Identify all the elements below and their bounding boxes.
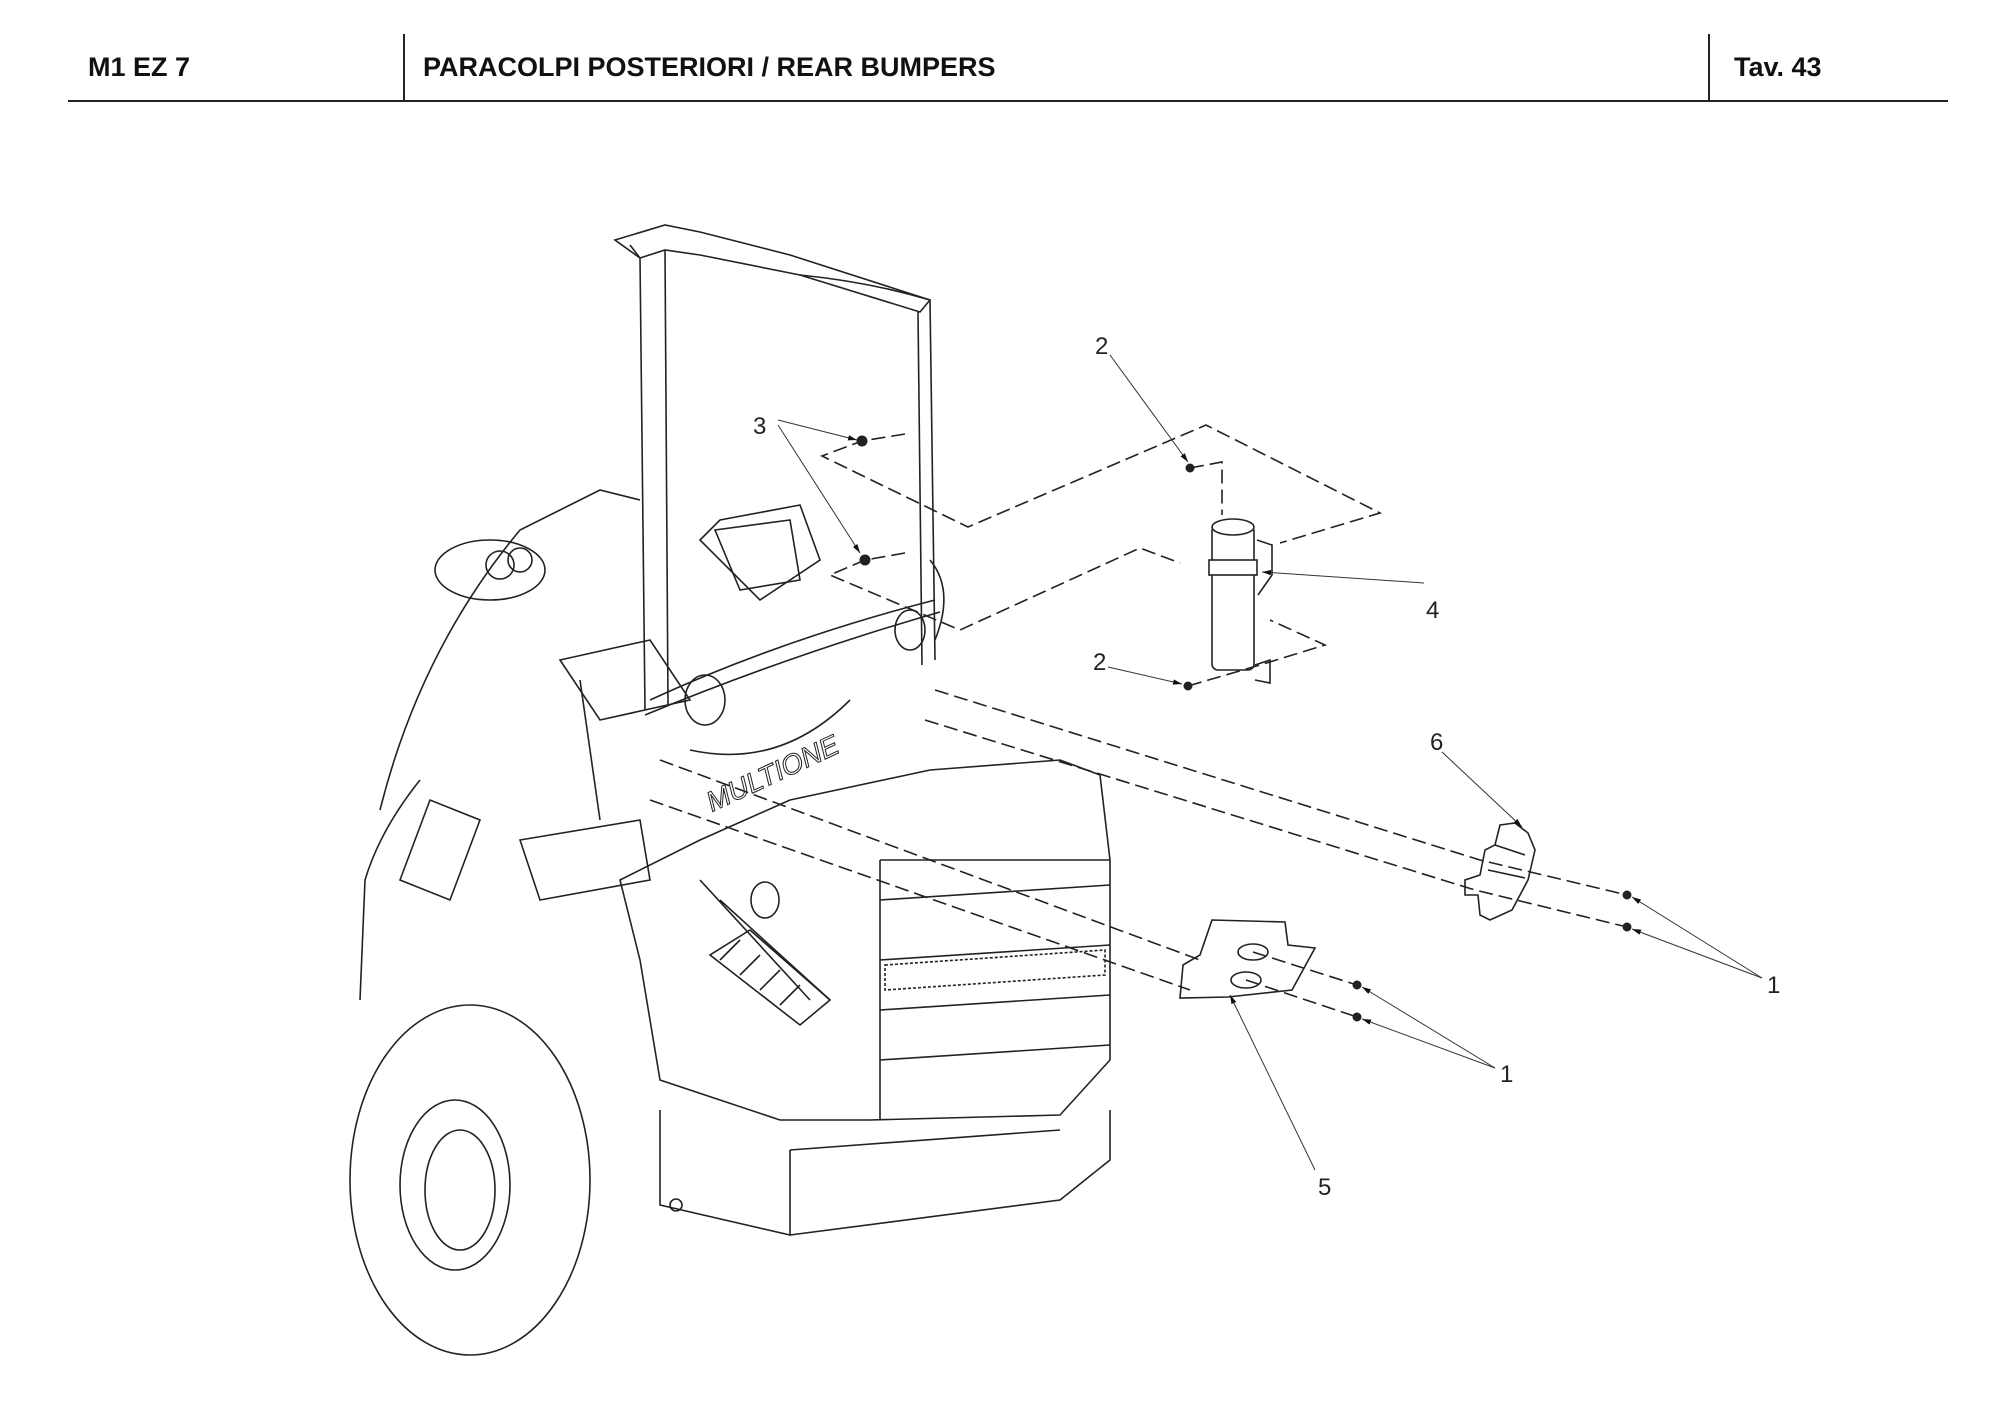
assembly-lines [649,424,1628,1018]
callout-leaders [777,354,1763,1171]
callout-3: 3 [753,413,766,440]
callout-2-upper: 2 [1095,333,1108,360]
rear-hood [619,759,1111,1237]
callout-1-left: 1 [1500,1061,1513,1088]
callout-5: 5 [1318,1174,1331,1201]
part-6-rear-bumper-right [1464,822,1536,921]
machine-illustration: MULTIONE [349,224,1111,1356]
page-title: PARACOLPI POSTERIORI / REAR BUMPERS [423,51,996,82]
part-4-beacon-holder [1208,518,1273,684]
rops-frame [613,224,941,716]
screw-1-lower-left [1352,1012,1362,1022]
callout-4: 4 [1426,597,1439,624]
rear-wheel [349,1004,591,1356]
callout-1-right: 1 [1767,972,1780,999]
part-5-rear-bumper-left [1179,919,1317,999]
header-divider [403,34,405,100]
operator-area [359,489,945,1001]
header-divider [1708,34,1710,100]
page-header: M1 EZ 7 PARACOLPI POSTERIORI / REAR BUMP… [68,34,1948,102]
table-number: Tav. 43 [1734,51,1822,82]
callout-2-lower: 2 [1093,649,1106,676]
model-code: M1 EZ 7 [88,51,191,82]
callout-6: 6 [1430,729,1443,756]
brand-logo: MULTIONE [701,729,844,817]
callout-labels: 2 2 3 4 6 1 1 5 [753,333,1780,1201]
